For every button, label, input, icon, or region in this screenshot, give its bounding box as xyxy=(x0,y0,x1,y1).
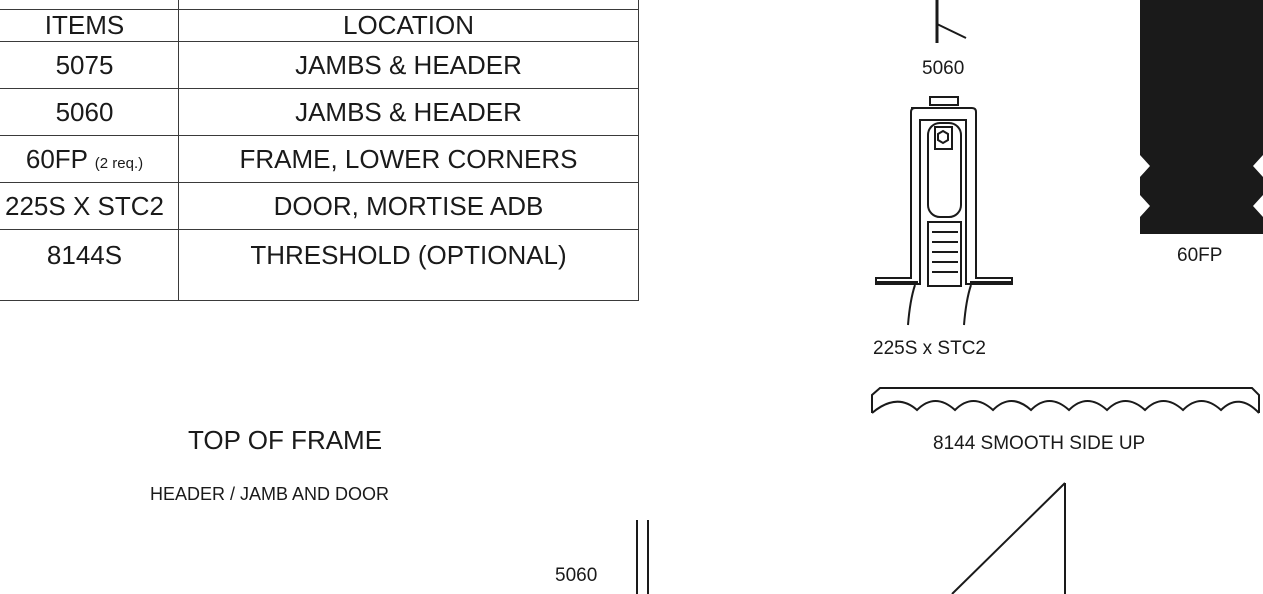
item-number: 60FP xyxy=(25,143,88,174)
door-section-225s-drawing xyxy=(875,96,1013,326)
item-number: 5075 xyxy=(55,49,114,80)
items-header: ITEMS xyxy=(0,9,179,42)
profile-5060-drawing xyxy=(935,0,967,43)
location-cell: THRESHOLD (OPTIONAL) xyxy=(178,229,639,301)
part-label-8144: 8144 SMOOTH SIDE UP xyxy=(933,433,1146,454)
location-cell: FRAME, LOWER CORNERS xyxy=(178,135,639,183)
callout-5060-label: 5060 xyxy=(555,565,598,586)
table-row: 225S X STC2 DOOR, MORTISE ADB xyxy=(0,182,639,230)
item-note: (2 req.) xyxy=(94,154,144,172)
item-cell: 60FP (2 req.) xyxy=(0,135,179,183)
frame-triangle-drawing xyxy=(951,482,1066,594)
part-label-60fp: 60FP xyxy=(1177,245,1223,266)
item-cell: 225S X STC2 xyxy=(0,182,179,230)
strip-60fp-drawing xyxy=(1140,0,1263,234)
schedule-table: ITEMS LOCATION 5075 JAMBS & HEADER 5060 … xyxy=(0,0,639,301)
item-cell: 8144S xyxy=(0,229,179,301)
location-cell: DOOR, MORTISE ADB xyxy=(178,182,639,230)
section-title: TOP OF FRAME xyxy=(188,425,383,455)
item-number: 5060 xyxy=(55,96,114,127)
callout-5060-lines xyxy=(636,520,649,594)
part-label-5060: 5060 xyxy=(922,58,965,79)
part-label-225s: 225S x STC2 xyxy=(873,338,986,359)
threshold-8144-drawing xyxy=(871,387,1260,414)
section-subtitle: HEADER / JAMB AND DOOR xyxy=(150,484,390,504)
table-row: 60FP (2 req.) FRAME, LOWER CORNERS xyxy=(0,135,639,183)
item-cell: 5060 xyxy=(0,88,179,136)
item-number: 8144S xyxy=(46,240,123,270)
table-row: 8144S THRESHOLD (OPTIONAL) xyxy=(0,229,639,301)
item-number: 225S X STC2 xyxy=(5,190,164,221)
